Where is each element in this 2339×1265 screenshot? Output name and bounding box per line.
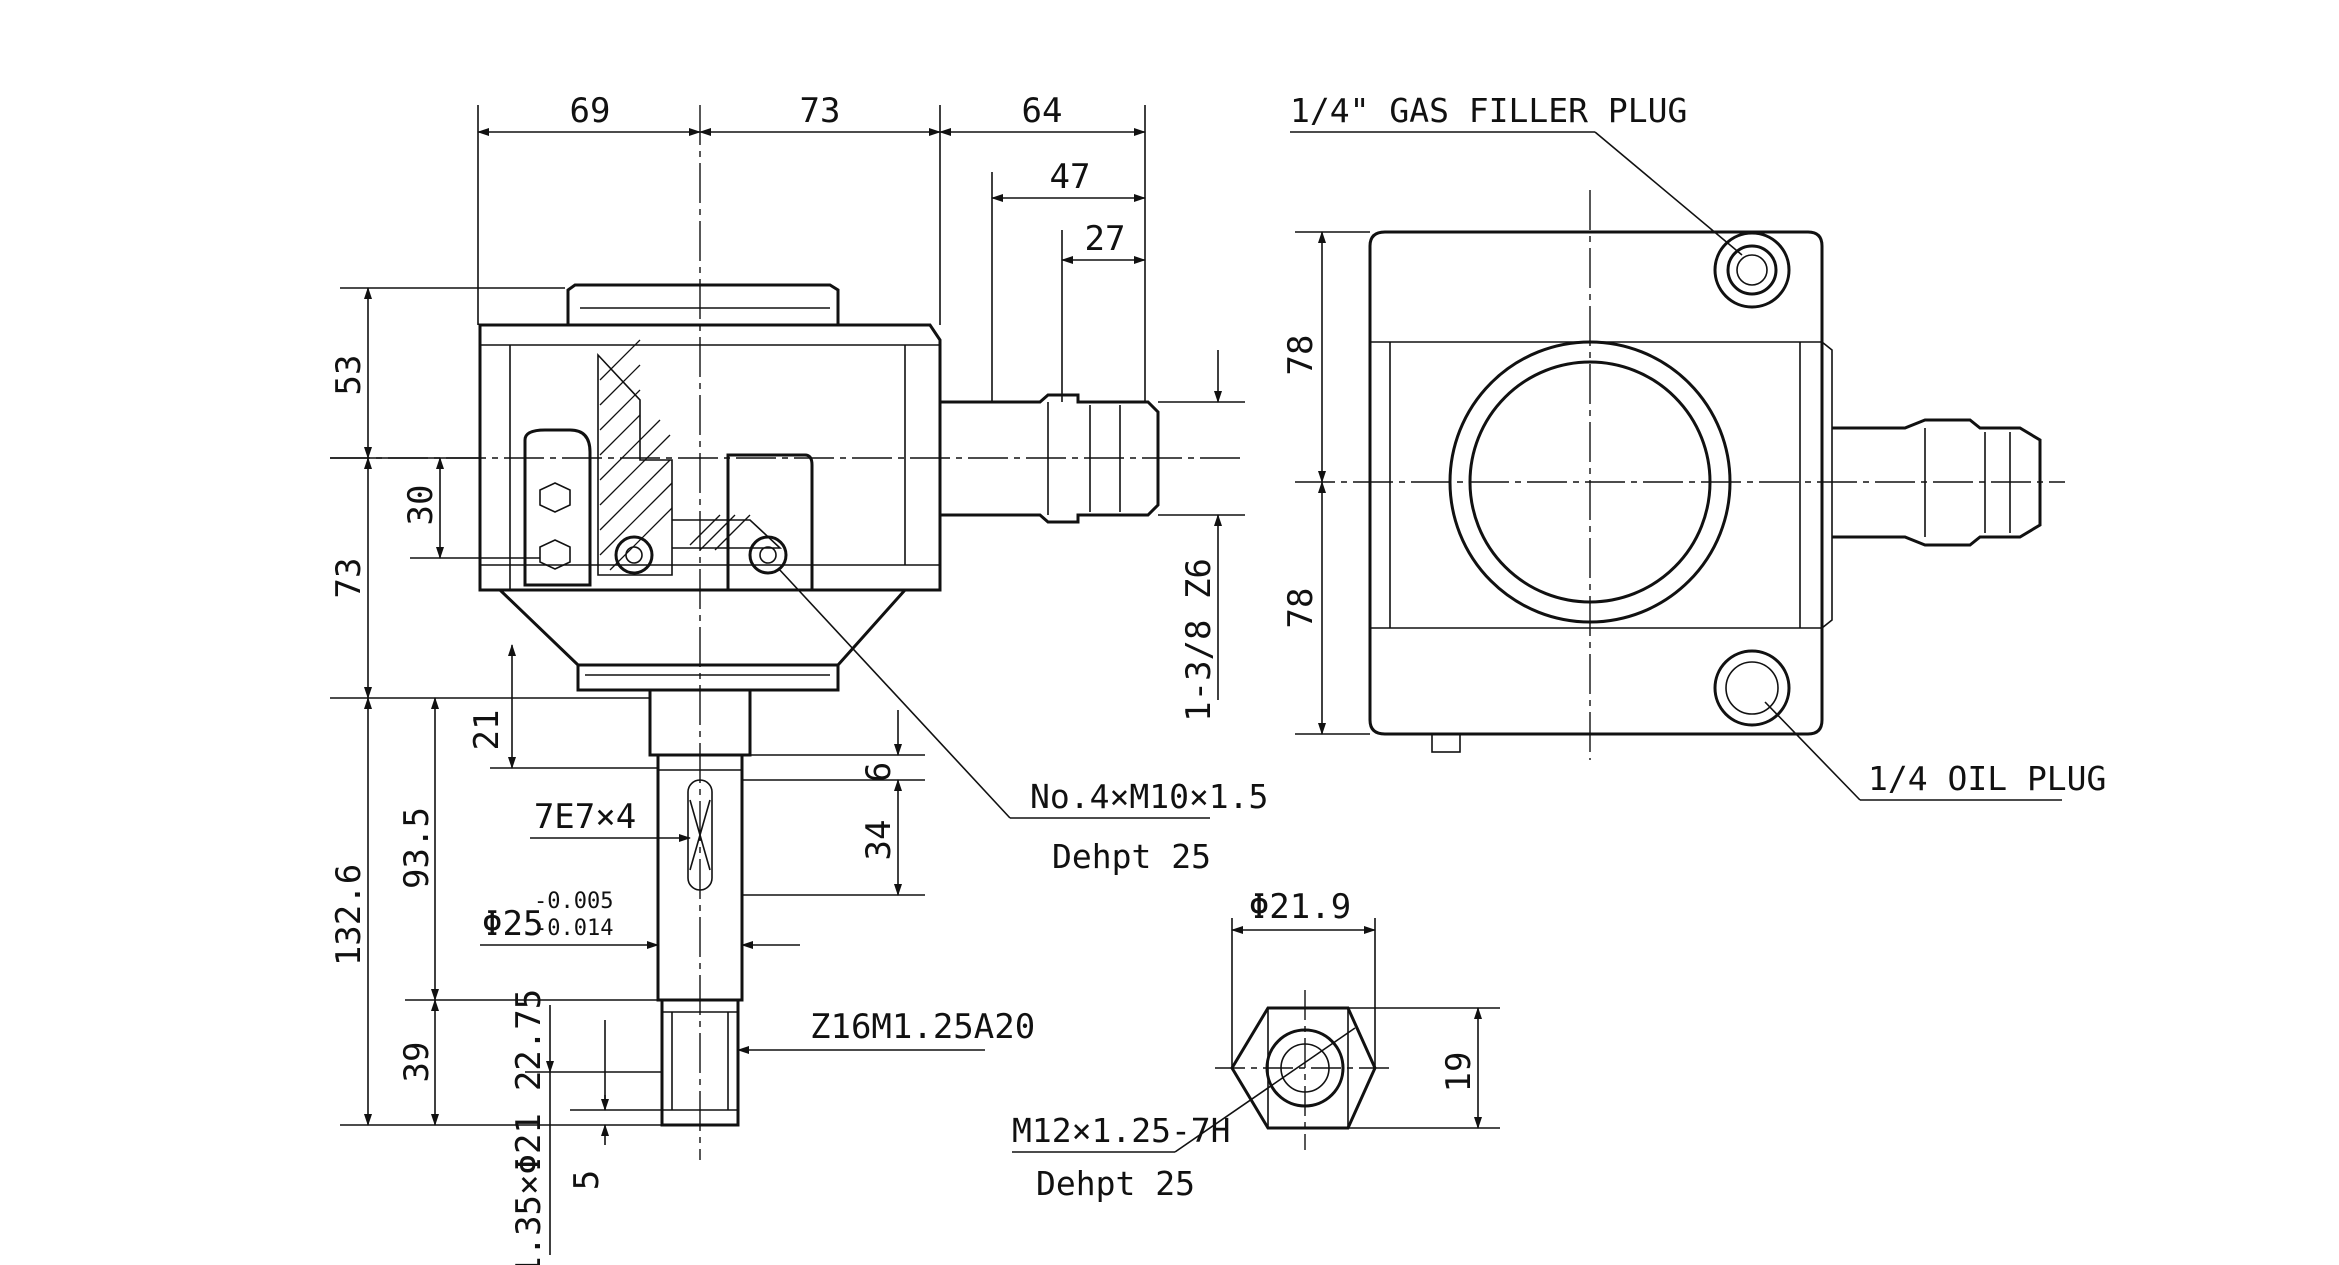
dim-7e7x4: 7E7×4 [534, 797, 636, 837]
front-dimensions: 69 73 64 47 27 53 73 132.6 30 93.5 39 21 [329, 91, 1268, 1265]
dim-73-top: 73 [800, 91, 841, 131]
section-hatching [599, 339, 751, 571]
dim-1-35-phi21: 1.35×Φ21 [509, 1113, 549, 1265]
dim-78-lower: 78 [1281, 588, 1321, 629]
note-bolt-depth: Dehpt 25 [1052, 837, 1211, 876]
dim-27: 27 [1085, 219, 1126, 259]
dim-21: 21 [467, 710, 507, 751]
dim-64: 64 [1022, 91, 1063, 131]
note-oil-plug: 1/4 OIL PLUG [1868, 759, 2106, 798]
detail-view: Φ21.9 19 M12×1.25-7H Dehpt 25 [1012, 887, 1500, 1203]
dim-phi25-lower: -0.014 [534, 916, 613, 941]
dim-78-upper: 78 [1281, 335, 1321, 376]
dim-5: 5 [567, 1170, 607, 1190]
note-bolt-holes: No.4×M10×1.5 [1030, 777, 1268, 816]
dim-1-3-8-z6: 1-3/8 Z6 [1179, 558, 1219, 722]
dim-z16-spline: Z16M1.25A20 [810, 1007, 1035, 1047]
dim-19: 19 [1439, 1052, 1479, 1093]
dim-132-6: 132.6 [329, 864, 369, 966]
dim-6: 6 [859, 762, 899, 782]
dim-phi21-9: Φ21.9 [1249, 887, 1351, 927]
dim-69: 69 [570, 91, 611, 131]
side-dimensions: 78 78 1/4" GAS FILLER PLUG 1/4 OIL PLUG [1281, 91, 2106, 801]
side-view [1295, 190, 2065, 760]
dim-93-5: 93.5 [397, 807, 437, 889]
dim-22-75: 22.75 [509, 989, 549, 1091]
dim-30: 30 [401, 485, 441, 526]
dim-phi25-upper: -0.005 [534, 889, 613, 914]
front-view [330, 105, 1240, 1160]
note-port-thread: M12×1.25-7H [1012, 1111, 1231, 1150]
dim-53: 53 [329, 355, 369, 396]
note-port-depth: Dehpt 25 [1036, 1164, 1195, 1203]
dim-73-side: 73 [329, 558, 369, 599]
dim-phi25: Φ25 [482, 904, 543, 944]
dim-47: 47 [1050, 157, 1091, 197]
note-gas-filler-plug: 1/4" GAS FILLER PLUG [1290, 91, 1687, 130]
dim-39: 39 [397, 1042, 437, 1083]
dim-34: 34 [859, 820, 899, 861]
